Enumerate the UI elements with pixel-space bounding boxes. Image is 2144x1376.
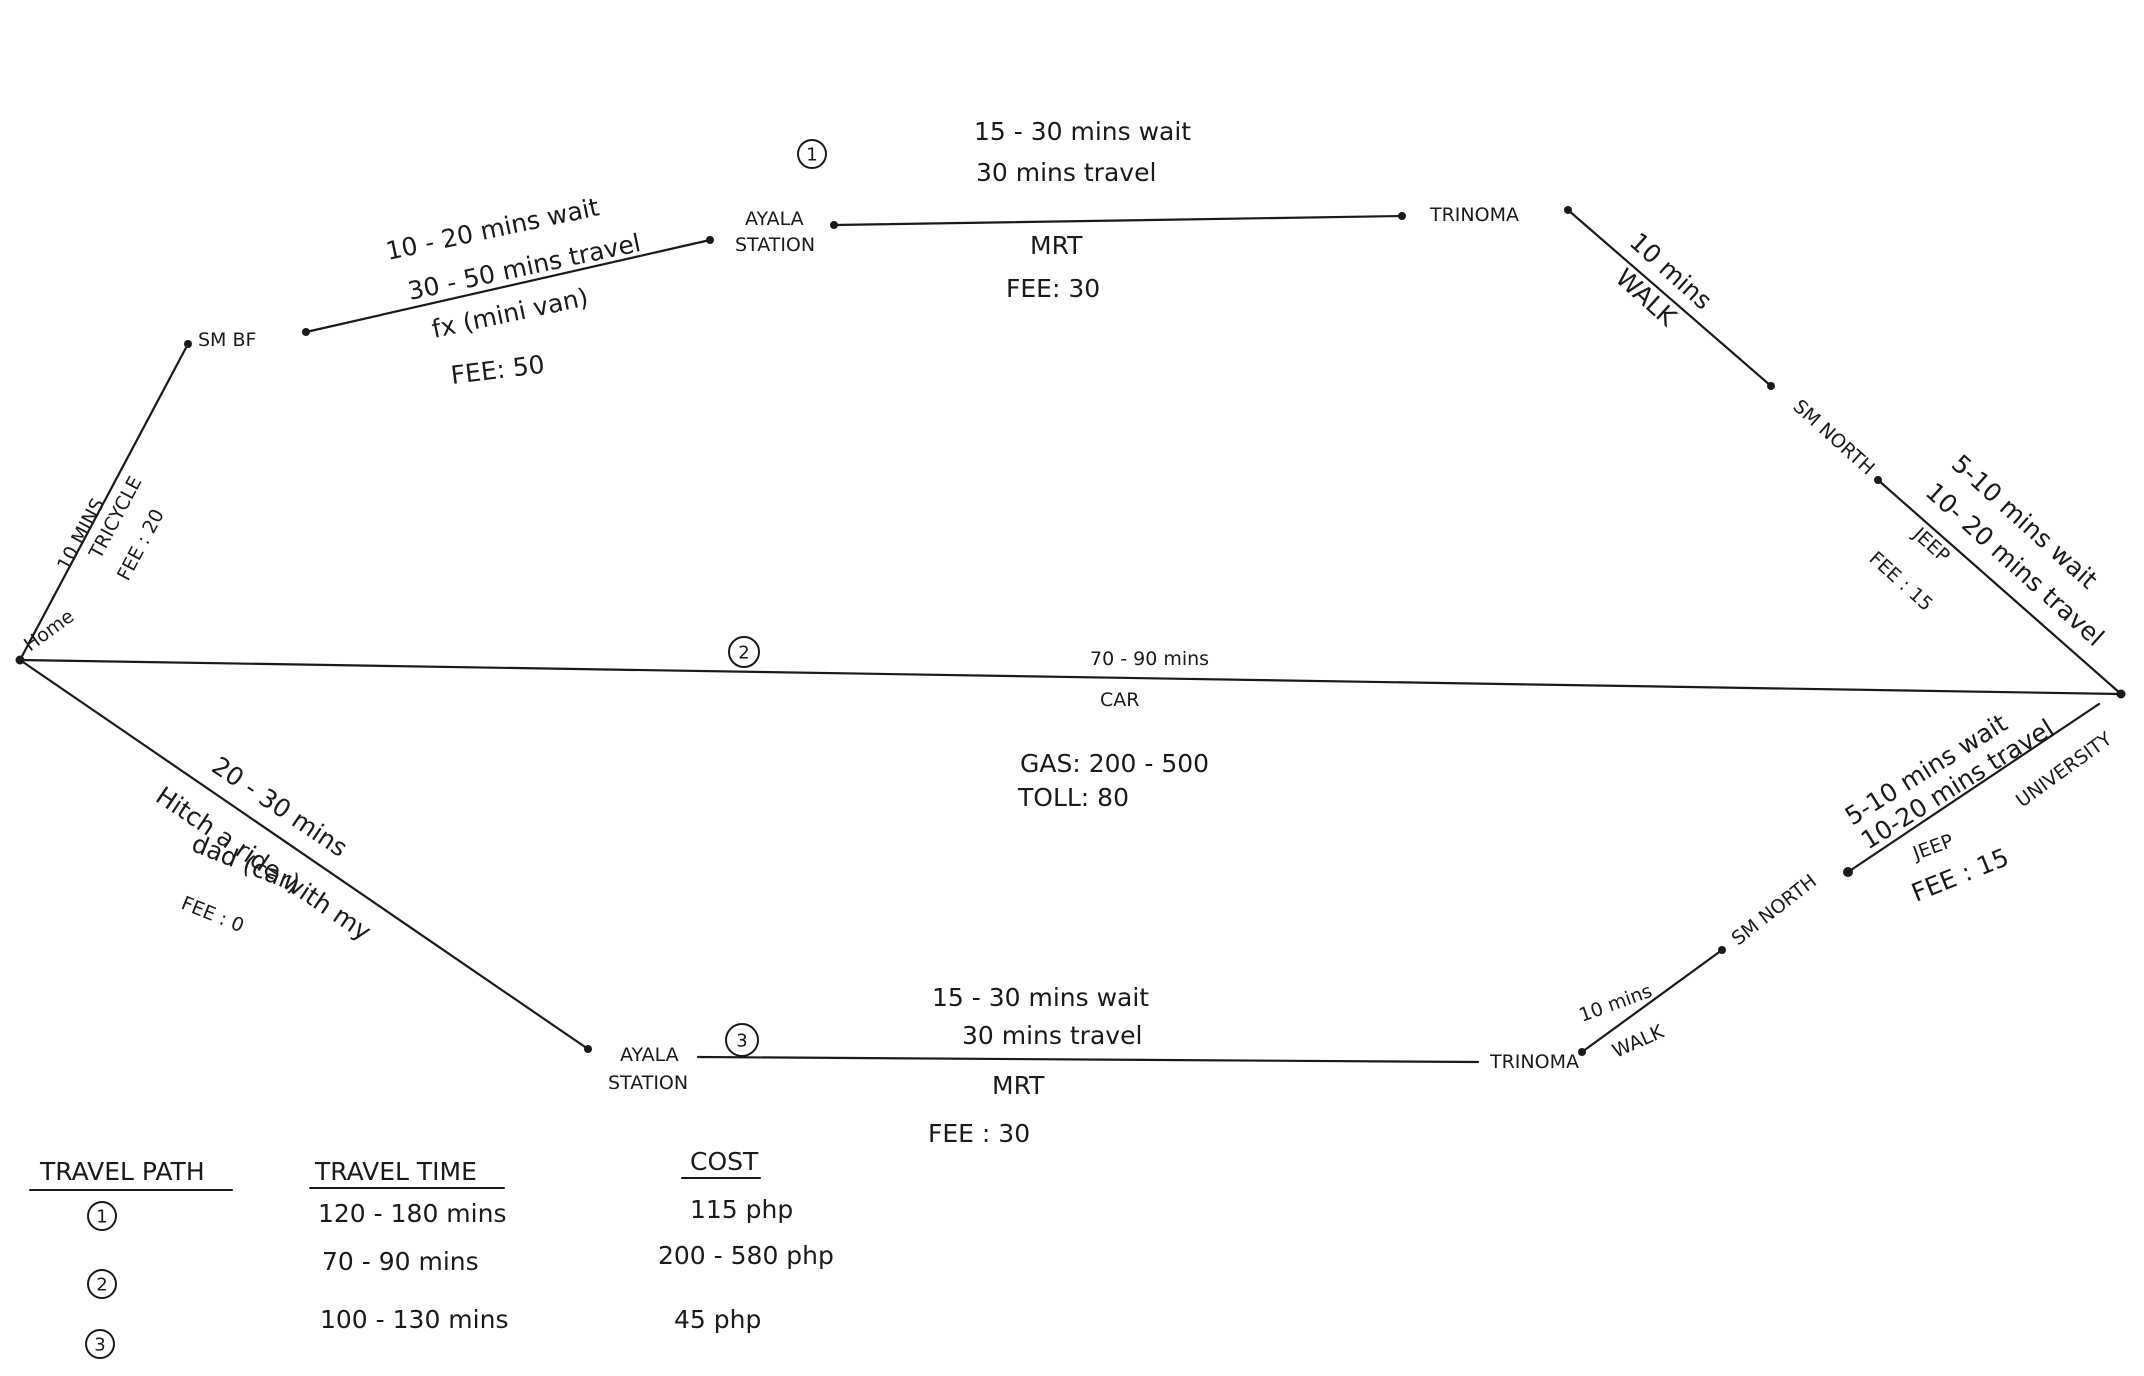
node-trinoma-bottom-label: TRINOMA <box>1489 1051 1579 1073</box>
label-ayala-trinoma-top-wait: 15 - 30 mins wait <box>974 117 1191 146</box>
node-smbf-right-dot <box>302 328 310 336</box>
node-ayala-top-left-dot <box>706 236 714 244</box>
node-home-label: Home <box>20 605 78 656</box>
path-marker-3: 3 <box>725 1023 759 1057</box>
summary-row-3-time: 100 - 130 mins <box>320 1305 508 1334</box>
label-trinoma-smnorth-bottom-time: 10 mins <box>1576 980 1655 1027</box>
label-ayala-trinoma-bottom-fee: FEE : 30 <box>928 1119 1030 1148</box>
label-smnorth-univ-bottom-mode: JEEP <box>1909 830 1956 865</box>
label-ayala-trinoma-top-mode: MRT <box>1030 231 1083 260</box>
node-smnorth-bottom-label: SM NORTH <box>1728 870 1821 950</box>
label-home-univ-mode: CAR <box>1100 689 1139 711</box>
node-trinoma-top-label: TRINOMA <box>1429 204 1519 226</box>
node-ayala-bottom-dot <box>584 1045 592 1053</box>
edge-ayala-trinoma-top <box>832 214 1404 227</box>
summary-row-3: 3 100 - 130 mins 45 php <box>85 1305 761 1359</box>
summary-row-1: 1 120 - 180 mins 115 php <box>87 1195 793 1231</box>
edge-smnorth-univ-top <box>1876 478 2123 696</box>
node-smbf-label: SM BF <box>198 329 256 351</box>
edges <box>18 208 2123 1064</box>
summary-header-cost: COST <box>690 1147 759 1176</box>
summary-row-3-path: 3 <box>94 1335 105 1356</box>
segment-trinoma-smnorth-top: 10 mins WALK <box>1610 227 1718 332</box>
edge-univ-smnorth-bottom <box>1846 702 2101 874</box>
node-home-dot <box>15 655 25 665</box>
node-ayala-bottom-label-1: AYALA <box>620 1044 679 1066</box>
label-smnorth-univ-top-fee: FEE : 15 <box>1865 547 1937 615</box>
node-ayala-top-label-1: AYALA <box>745 208 804 230</box>
summary-row-2-time: 70 - 90 mins <box>322 1247 479 1276</box>
summary-row-1-path: 1 <box>96 1207 107 1228</box>
node-smnorth-bottom-left-dot <box>1718 946 1726 954</box>
node-trinoma-bottom-dot <box>1578 1048 1586 1056</box>
node-trinoma-top-right-dot <box>1564 206 1572 214</box>
label-ayala-trinoma-top-travel: 30 mins travel <box>976 158 1156 187</box>
edge-smnorth-trinoma-bottom <box>1580 948 1724 1054</box>
label-smnorth-univ-top-mode: JEEP <box>1908 523 1954 568</box>
summary-header-time: TRAVEL TIME <box>314 1157 477 1186</box>
svg-text:3: 3 <box>736 1031 747 1052</box>
node-ayala-bottom-label-2: STATION <box>608 1072 688 1094</box>
segment-ayala-trinoma-bottom: 15 - 30 mins wait 30 mins travel MRT FEE… <box>928 983 1149 1148</box>
segment-smbf-ayala: 10 - 20 mins wait 30 - 50 mins travel fx… <box>383 192 643 390</box>
edge-ayala-trinoma-bottom <box>696 1055 1480 1064</box>
path-marker-2: 2 <box>728 636 760 668</box>
edge-trinoma-smnorth-top <box>1566 208 1773 388</box>
svg-text:1: 1 <box>806 145 817 166</box>
label-home-univ-toll: TOLL: 80 <box>1017 783 1129 812</box>
summary-row-1-cost: 115 php <box>690 1195 793 1224</box>
node-smbf-dot <box>184 340 192 348</box>
svg-text:2: 2 <box>738 643 749 664</box>
summary-row-2: 2 70 - 90 mins 200 - 580 php <box>87 1241 834 1299</box>
summary-row-1-time: 120 - 180 mins <box>318 1199 506 1228</box>
path-marker-1: 1 <box>797 139 827 169</box>
summary-row-3-cost: 45 php <box>674 1305 761 1334</box>
label-home-univ-time: 70 - 90 mins <box>1090 648 1209 670</box>
label-ayala-trinoma-bottom-wait: 15 - 30 mins wait <box>932 983 1149 1012</box>
segment-home-ayala-bottom: 20 - 30 mins Hitch a ride with my dad (c… <box>151 751 377 947</box>
edge-smbf-ayala-top <box>304 238 712 334</box>
label-home-univ-gas: GAS: 200 - 500 <box>1020 749 1209 778</box>
node-university-dot <box>2116 689 2126 699</box>
node-smnorth-top-label: SM NORTH <box>1789 395 1879 479</box>
node-labels: Home SM BF AYALA STATION TRINOMA SM NORT… <box>20 204 2117 1094</box>
label-ayala-trinoma-bottom-travel: 30 mins travel <box>962 1021 1142 1050</box>
segment-ayala-trinoma-top: 15 - 30 mins wait 30 mins travel MRT FEE… <box>974 117 1191 303</box>
segment-home-university: 70 - 90 mins CAR GAS: 200 - 500 TOLL: 80 <box>1017 648 1209 812</box>
segment-trinoma-smnorth-bottom: 10 mins WALK <box>1576 980 1667 1063</box>
node-dots <box>15 206 2126 1056</box>
node-trinoma-top-dot <box>1398 212 1406 220</box>
node-smnorth-bottom-dot <box>1843 867 1853 877</box>
path-markers: 1 2 3 <box>725 139 827 1057</box>
summary-table: TRAVEL PATH TRAVEL TIME COST 1 120 - 180… <box>29 1147 834 1359</box>
edge-home-university <box>18 658 2123 696</box>
node-smnorth-top-right-dot <box>1874 476 1882 484</box>
label-smbf-ayala-fee: FEE: 50 <box>449 350 546 390</box>
node-ayala-top-dot <box>830 221 838 229</box>
node-ayala-top-label-2: STATION <box>735 234 815 256</box>
summary-row-2-path: 2 <box>96 1275 107 1296</box>
edge-home-smbf <box>18 342 190 662</box>
label-ayala-trinoma-top-fee: FEE: 30 <box>1006 274 1100 303</box>
node-smnorth-top-dot <box>1767 382 1775 390</box>
segment-smnorth-univ-top: 5-10 mins wait 10- 20 mins travel JEEP F… <box>1865 449 2110 652</box>
edge-home-ayala-bottom <box>18 658 590 1051</box>
summary-row-2-cost: 200 - 580 php <box>658 1241 834 1270</box>
label-ayala-trinoma-bottom-mode: MRT <box>992 1071 1045 1100</box>
label-home-ayala-bottom-fee: FEE : 0 <box>178 892 247 937</box>
summary-header-path: TRAVEL PATH <box>39 1157 205 1186</box>
